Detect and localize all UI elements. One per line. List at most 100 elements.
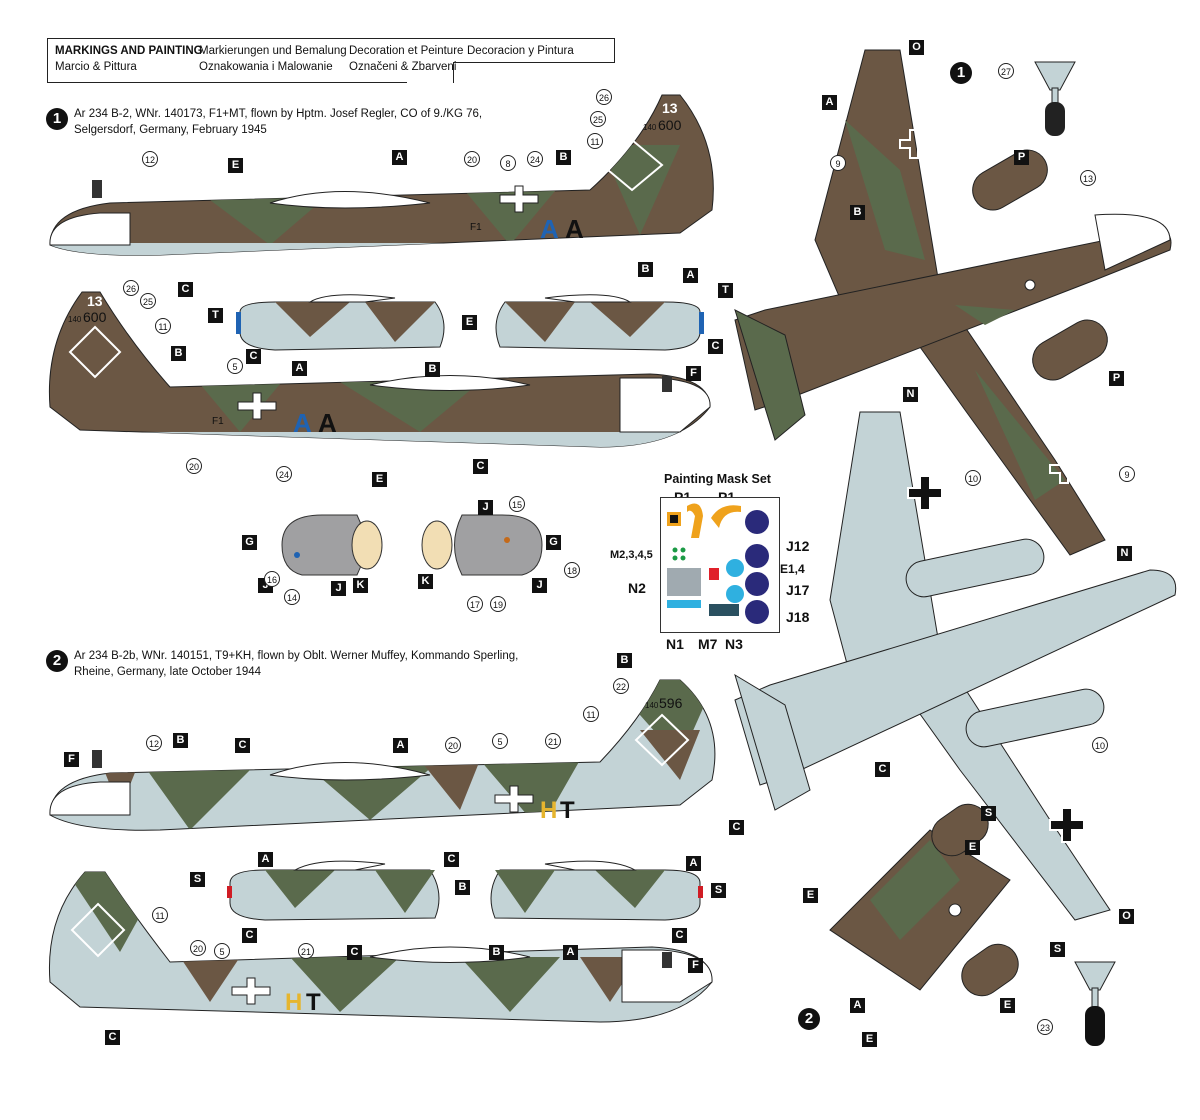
- callout-25: 25: [140, 293, 156, 309]
- code-letter-black: A: [318, 408, 337, 438]
- callout-18: 18: [564, 562, 580, 578]
- callout-f: F: [686, 366, 701, 381]
- title-french: Decoration et Peinture: [349, 45, 464, 57]
- wing-camo: [845, 120, 1065, 500]
- table-border-left: [47, 38, 48, 83]
- glazed-nose: [49, 781, 131, 816]
- callout-k: K: [353, 578, 368, 593]
- callout-c: C: [246, 349, 261, 364]
- callout-9: 9: [1119, 466, 1135, 482]
- scheme-2-description-line1: Ar 234 B-2b, WNr. 140151, T9+KH, flown b…: [74, 650, 519, 662]
- mask-n2: [667, 568, 701, 596]
- nacelle-left: [227, 860, 440, 921]
- scheme-1-right-profile: A A F1 13 140 600: [48, 291, 711, 448]
- balkenkreuz-underside-left: [907, 475, 943, 511]
- callout-15: 15: [509, 496, 525, 512]
- glazed-nose: [619, 377, 711, 433]
- scheme-1-badge-plan: 1: [950, 62, 972, 84]
- tail-diamond-marking: [634, 713, 690, 767]
- callout-n: N: [1117, 546, 1132, 561]
- scheme-2-top-view: [829, 803, 1019, 997]
- scheme-1-cockpit-details: [281, 514, 543, 576]
- mask-j12: [745, 510, 769, 534]
- callout-j: J: [331, 581, 346, 596]
- callout-e: E: [965, 840, 980, 855]
- callout-j: J: [478, 500, 493, 515]
- werknummer-prefix: 140: [68, 315, 82, 324]
- tail-diamond-marking: [68, 325, 122, 379]
- werknummer-prefix: 140: [645, 701, 659, 710]
- mask-j18: [745, 600, 769, 624]
- title-polish: Oznakowania i Malowanie: [199, 61, 333, 73]
- title-german: Markierungen und Bemalung: [199, 45, 347, 57]
- callout-g: G: [242, 535, 257, 550]
- mask-p1-b: [687, 503, 703, 538]
- title-spanish: Decoracion y Pintura: [467, 45, 574, 57]
- callout-s: S: [1050, 942, 1065, 957]
- code-letter-yellow: H: [285, 989, 302, 1016]
- engine-nacelle-upper: [972, 149, 1048, 211]
- callout-20: 20: [464, 151, 480, 167]
- balkenkreuz: [499, 185, 539, 213]
- scheme-2-badge-plan: 2: [798, 1008, 820, 1030]
- cockpit-right-view: [421, 514, 543, 576]
- callout-12: 12: [142, 151, 158, 167]
- callout-23: 23: [1037, 1019, 1053, 1035]
- scheme-1-main-gear: [1034, 61, 1076, 136]
- callout-a: A: [392, 150, 407, 165]
- cockpit-left-view: [281, 514, 383, 576]
- callout-c: C: [473, 459, 488, 474]
- callout-c: C: [672, 928, 687, 943]
- callout-9: 9: [830, 155, 846, 171]
- callout-b: B: [850, 205, 865, 220]
- scheme-1-description-line1: Ar 234 B-2, WNr. 140173, F1+MT, flown by…: [74, 108, 483, 120]
- engine-underside-lower: [965, 688, 1105, 748]
- callout-11: 11: [152, 907, 168, 923]
- callout-e: E: [803, 888, 818, 903]
- callout-e: E: [462, 315, 477, 330]
- callout-20: 20: [186, 458, 202, 474]
- werknummer-prefix: 140: [643, 123, 657, 132]
- code-letter-black: T: [560, 797, 575, 824]
- engine-underside-upper: [905, 538, 1045, 598]
- callout-j: J: [532, 578, 547, 593]
- scheme-1-description-line2: Selgersdorf, Germany, February 1945: [74, 124, 267, 136]
- glazed-nose-plan: [1094, 213, 1171, 271]
- callout-10: 10: [1092, 737, 1108, 753]
- code-letter-black: A: [565, 214, 584, 244]
- markings-title-table: MARKINGS AND PAINTING Markierungen und B…: [47, 38, 615, 83]
- callout-b: B: [556, 150, 571, 165]
- callout-16: 16: [264, 571, 280, 587]
- scheme-2-main-gear: [1074, 961, 1116, 1046]
- callout-c: C: [708, 339, 723, 354]
- callout-27: 27: [998, 63, 1014, 79]
- callout-e: E: [372, 472, 387, 487]
- callout-c: C: [235, 738, 250, 753]
- code-prefix: F1: [470, 222, 482, 233]
- callout-11: 11: [587, 133, 603, 149]
- mask-label-j12: J12: [786, 538, 810, 554]
- callout-t: T: [208, 308, 223, 323]
- code-prefix: F1: [212, 416, 224, 427]
- callout-e: E: [862, 1032, 877, 1047]
- title-english: MARKINGS AND PAINTING: [55, 45, 203, 57]
- camo-brown-splinter: [180, 957, 640, 1002]
- callout-c: C: [875, 762, 890, 777]
- callout-24: 24: [527, 151, 543, 167]
- scheme-1-badge: 1: [46, 108, 68, 130]
- scheme-2-left-profile: H T 140 596: [49, 679, 716, 831]
- callout-12: 12: [146, 735, 162, 751]
- callout-s: S: [711, 883, 726, 898]
- wing-camo: [870, 840, 960, 940]
- table-border-step-v: [453, 62, 454, 83]
- callout-a: A: [850, 998, 865, 1013]
- mask-label-e14: E1,4: [780, 562, 805, 576]
- mask-label-n2: N2: [628, 580, 646, 596]
- mask-label-n1: N1: [666, 636, 684, 652]
- tail-number: 13: [87, 293, 103, 309]
- callout-b: B: [489, 945, 504, 960]
- callout-b: B: [638, 262, 653, 277]
- periscope: [662, 952, 672, 968]
- mask-j17: [745, 572, 769, 596]
- callout-20: 20: [190, 940, 206, 956]
